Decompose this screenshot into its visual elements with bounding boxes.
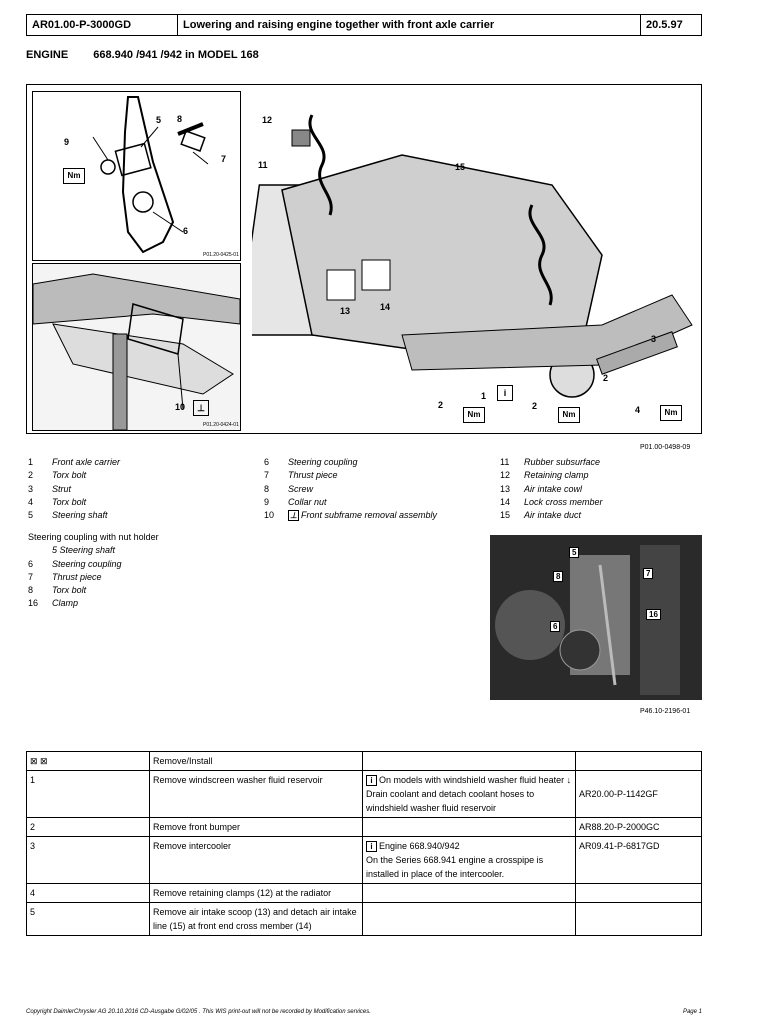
callout-13: 13 xyxy=(340,306,351,316)
table-row: 5 Remove air intake scoop (13) and detac… xyxy=(26,902,702,936)
table-row: 4 Remove retaining clamps (12) at the ra… xyxy=(26,883,702,903)
document-code: AR01.00-P-3000GD xyxy=(26,14,178,36)
callout-7: 7 xyxy=(221,154,227,164)
steps-table: ⊠ ⊠ Remove/Install 1 Remove windscreen w… xyxy=(26,751,702,936)
steering-coupling-photo: 5 8 7 16 6 xyxy=(490,535,702,700)
torque-nm-icon-left: Nm xyxy=(463,407,485,423)
callout-8: 8 xyxy=(177,114,183,124)
photo-label-7: 7 xyxy=(643,568,654,579)
remove-install-icons: ⊠ ⊠ xyxy=(26,751,150,771)
legend-item: 10⊥Front subframe removal assembly xyxy=(264,510,438,522)
subframe-illustration xyxy=(33,273,240,430)
photo-label-6: 6 xyxy=(550,621,561,632)
callout-2-right: 2 xyxy=(603,373,609,383)
callout-3: 3 xyxy=(651,334,657,344)
subfig1-code: P01.20-0425-01 xyxy=(203,252,239,258)
photo-label-8: 8 xyxy=(553,571,564,582)
table-row: 1 Remove windscreen washer fluid reservo… xyxy=(26,770,702,818)
copyright-text: Copyright DaimlerChrysler AG 20.10.2016 … xyxy=(26,1009,371,1015)
tool-icon: ⊥ xyxy=(193,400,209,416)
steering-coupling-illustration xyxy=(92,96,209,254)
callout-14: 14 xyxy=(380,302,391,312)
callout-2-mid: 2 xyxy=(532,401,538,411)
callout-10: 10 xyxy=(175,402,186,412)
info-icon: i xyxy=(366,775,377,786)
photo-image xyxy=(490,535,702,700)
torque-nm-icon: Nm xyxy=(63,168,85,184)
document-header: AR01.00-P-3000GD Lowering and raising en… xyxy=(26,14,702,36)
callout-11: 11 xyxy=(258,160,268,170)
engine-line: ENGINE 668.940 /941 /942 in MODEL 168 xyxy=(26,49,281,61)
callout-1: 1 xyxy=(481,391,487,401)
main-figure-code: P01.00-0498-09 xyxy=(640,444,691,451)
main-figure: 5 8 9 7 6 Nm P01.20-0425-01 10 ⊥ P01.20-… xyxy=(26,84,702,434)
photo-code: P46.10-2196-01 xyxy=(640,708,691,715)
coupling-legend-title: Steering coupling with nut holder xyxy=(28,532,159,542)
front-axle-engine-illustration xyxy=(252,114,693,398)
document-title: Lowering and raising engine together wit… xyxy=(177,14,641,36)
photo-label-5: 5 xyxy=(569,547,580,558)
header-remove-install: Remove/Install xyxy=(149,751,363,771)
callout-4: 4 xyxy=(635,405,641,415)
subframe-removal-drawing: 10 ⊥ P01.20-0424-01 xyxy=(32,263,241,431)
page-number: Page 1 xyxy=(682,1009,702,1015)
callout-9: 9 xyxy=(64,137,70,147)
coupling-legend: Steering coupling with nut holder 5 Stee… xyxy=(28,532,159,612)
callout-15: 15 xyxy=(455,162,466,172)
torque-nm-icon-mid: Nm xyxy=(558,407,580,423)
callout-6: 6 xyxy=(183,226,189,236)
callout-12: 12 xyxy=(262,115,273,125)
steering-coupling-drawing: 5 8 9 7 6 Nm P01.20-0425-01 xyxy=(32,91,241,261)
table-header-row: ⊠ ⊠ Remove/Install xyxy=(26,751,702,771)
tool-icon: ⊥ xyxy=(288,510,299,522)
table-row: 2 Remove front bumper AR88.20-P-2000GC xyxy=(26,817,702,837)
info-icon: i xyxy=(497,385,513,401)
engine-spec: 668.940 /941 /942 in MODEL 168 xyxy=(93,49,259,61)
photo-label-16: 16 xyxy=(646,609,661,620)
callout-2-left: 2 xyxy=(438,400,444,410)
info-icon: i xyxy=(366,841,377,852)
footer: Copyright DaimlerChrysler AG 20.10.2016 … xyxy=(26,1009,702,1015)
engine-label: ENGINE xyxy=(26,49,69,61)
callout-5: 5 xyxy=(156,115,162,125)
torque-nm-icon-right: Nm xyxy=(660,405,682,421)
legend-item: 5 Steering shaft xyxy=(52,545,116,556)
subfig2-code: P01.20-0424-01 xyxy=(203,422,239,428)
document-date: 20.5.97 xyxy=(640,14,702,36)
